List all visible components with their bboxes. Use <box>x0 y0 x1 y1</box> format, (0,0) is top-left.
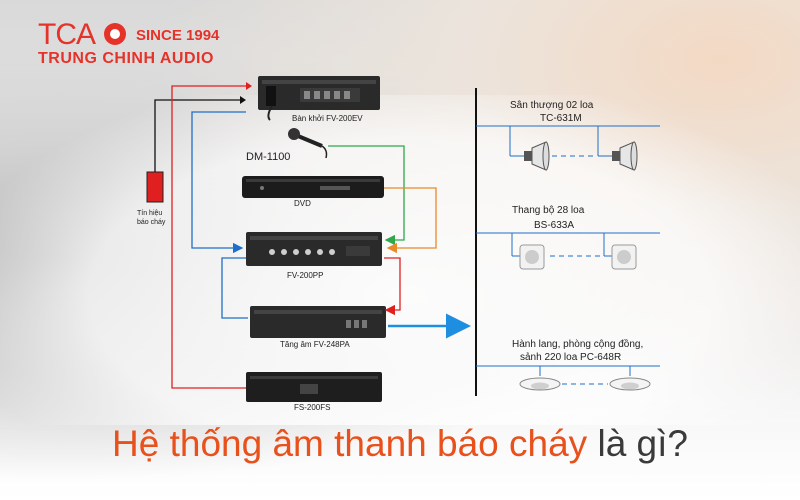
red-arrowhead-console <box>246 82 252 90</box>
logo-company-name: TRUNG CHINH AUDIO <box>38 50 214 67</box>
zone-stairs-model: BS-633A <box>534 220 574 231</box>
zone-corridor-label: Hành lang, phòng cộng đồng, <box>512 338 643 350</box>
horn-speaker-icon <box>524 141 550 171</box>
orange-link-dvd-preamp <box>384 187 437 254</box>
ceiling-speaker-icon <box>519 377 561 391</box>
zone-stairs-label: Thang bộ 28 loa <box>512 205 585 216</box>
amp-label: Tăng âm FV-248PA <box>280 340 350 349</box>
fire-signal-arrowhead <box>240 96 246 104</box>
zone-rooftop-model: TC-631M <box>540 113 582 124</box>
blue-link-preamp-amp <box>221 257 248 319</box>
blue-link-console-preamp <box>191 111 246 254</box>
title-rest: là gì? <box>587 423 688 464</box>
ceiling-speaker-icon <box>609 377 651 391</box>
fs-device <box>246 372 382 402</box>
microphone-icon <box>288 128 328 159</box>
logo-circle-icon <box>104 23 126 45</box>
fs-label: FS-200FS <box>294 403 330 412</box>
console-device <box>258 76 380 121</box>
preamp-label: FV-200PP <box>287 271 323 280</box>
horn-speaker-icon <box>612 141 638 171</box>
red-link-left <box>171 85 246 389</box>
console-label: Bàn khởi FV-200EV <box>292 114 363 123</box>
wall-speaker-icon <box>519 244 545 270</box>
preamp-device <box>246 232 382 266</box>
zone-rooftop-label: Sân thượng 02 loa <box>510 100 594 111</box>
amplifier-device <box>250 306 386 338</box>
zone-corridor-label2: sảnh 220 loa PC-648R <box>520 352 621 363</box>
wall-speaker-icon <box>611 244 637 270</box>
dvd-label: DVD <box>294 199 311 208</box>
logo-since-text: SINCE 1994 <box>136 27 220 44</box>
fire-signal-label-line1: Tín hiệu <box>137 210 162 217</box>
title-highlight: Hệ thống âm thanh báo cháy <box>112 423 588 464</box>
logo-tca-text: TCA <box>38 18 96 51</box>
red-link-preamp-amp <box>384 257 401 316</box>
dvd-player <box>242 176 384 198</box>
fire-signal-label-line2: báo cháy <box>137 219 166 226</box>
fire-signal-line <box>154 99 240 172</box>
mic-label: DM-1100 <box>246 151 290 163</box>
green-link-mic-preamp <box>328 145 405 246</box>
page-title: Hệ thống âm thanh báo cháy là gì? <box>0 423 800 465</box>
fire-signal-box <box>146 171 164 203</box>
